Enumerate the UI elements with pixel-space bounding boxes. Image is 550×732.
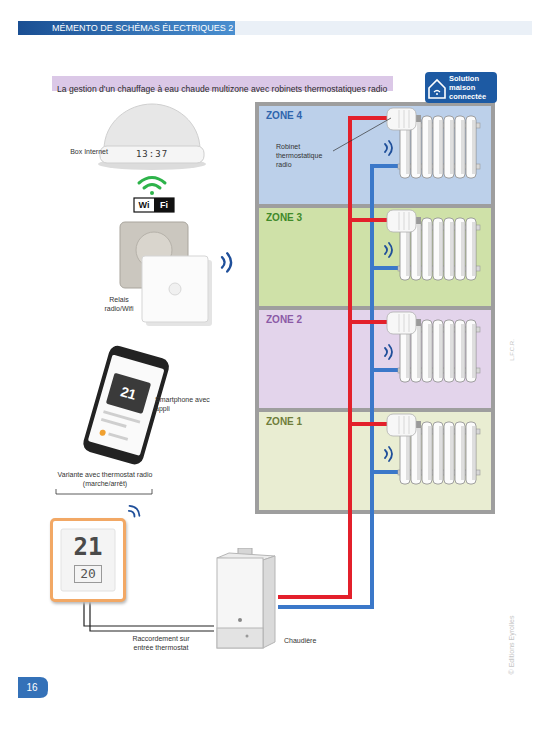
- header-band: [18, 21, 235, 35]
- page-number: 16: [18, 678, 46, 697]
- wifi-logo-text: Fi: [154, 199, 174, 212]
- variant-note: Variante avec thermostat radio (marche/a…: [48, 470, 162, 488]
- zone-band: ZONE 2: [259, 310, 491, 408]
- radio-thermostat: 2120: [50, 518, 126, 602]
- radio-relay: [120, 222, 231, 326]
- part-label: Box Internet: [70, 147, 108, 156]
- thermostat-screen: [53, 521, 123, 599]
- part-label: Relais radio/Wifi: [98, 295, 140, 313]
- heating-pipe: [278, 510, 372, 607]
- wifi-logo: [134, 198, 174, 212]
- wifi-logo-text: Wi: [134, 199, 154, 212]
- wifi-symbol: [139, 178, 165, 196]
- thermostat-wire: [84, 602, 214, 631]
- zone-label: ZONE 1: [266, 416, 302, 427]
- watermark: © Editions Eyrolles: [507, 595, 517, 695]
- edge-label: Raccordement sur entrée thermostat: [123, 634, 199, 652]
- zone-label: ZONE 4: [266, 110, 302, 121]
- box-display: 13:37: [128, 148, 176, 160]
- zone-band: ZONE 3: [259, 208, 491, 306]
- page-tab: [18, 677, 48, 698]
- badge-text: Solution maison connectée: [449, 74, 495, 101]
- heating-pipe: [278, 510, 372, 607]
- thermostat-setpoint: 20: [74, 565, 102, 583]
- header-band: [235, 21, 532, 35]
- zone-band: ZONE 1: [259, 412, 491, 510]
- house-icon: [425, 72, 449, 103]
- solution-badge: Solution maison connectée: [425, 72, 497, 103]
- phone-display: 21: [114, 381, 143, 405]
- watermark: L.F.C.R.: [507, 322, 517, 378]
- title-band: La gestion d'un chauffage à eau chaude m…: [52, 76, 393, 91]
- internet-box: [98, 104, 206, 170]
- boiler-drawing: [214, 548, 278, 650]
- callout-label: Robinet thermostatique radio: [276, 142, 338, 169]
- zone-label: ZONE 3: [266, 212, 302, 223]
- thermostat-wire: [84, 602, 214, 626]
- boiler: Chaudière: [214, 548, 278, 650]
- variant-bracket: [56, 489, 152, 519]
- heating-pipe: [278, 510, 350, 597]
- header-text: MÉMENTO DE SCHÉMAS ÉLECTRIQUES 2: [52, 22, 233, 34]
- boiler-label: Chaudière: [284, 637, 316, 644]
- title-text: La gestion d'un chauffage à eau chaude m…: [57, 84, 387, 94]
- thermostat-wire: [90, 602, 214, 631]
- part-label: Smartphone avec appli: [155, 395, 210, 413]
- zone-label: ZONE 2: [266, 314, 302, 325]
- thermostat-reading: 21: [53, 534, 123, 560]
- building-frame: [255, 102, 495, 514]
